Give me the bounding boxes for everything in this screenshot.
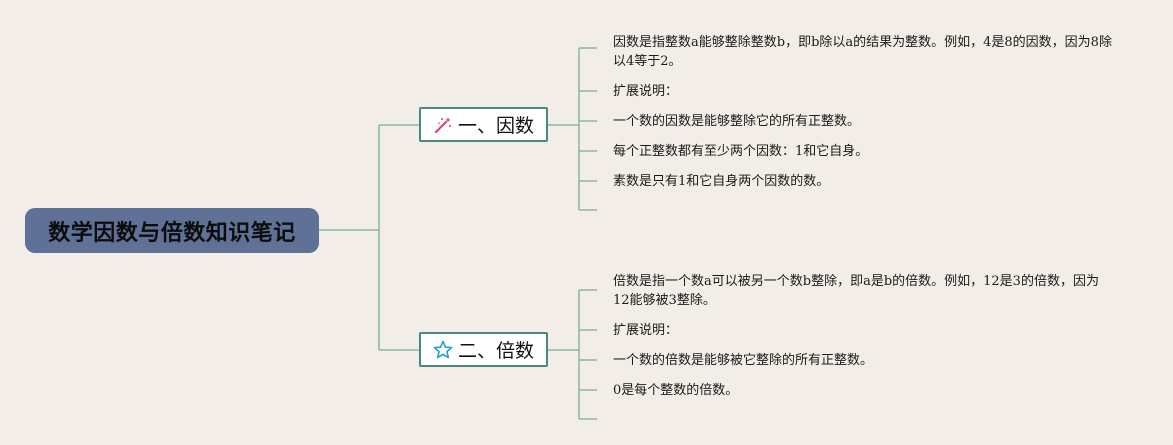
root-title: 数学因数与倍数知识笔记	[48, 220, 296, 246]
multiple-note-1: 一个数的倍数是能够被它整除的所有正整数。	[613, 353, 874, 368]
factor-definition: 因数是指整数a能够整除整数b，即b除以a的结果为整数。例如，4是8的因数，因为8…	[613, 35, 1112, 69]
branch-1-connector	[548, 48, 580, 210]
branch-1-leaf-lines	[579, 47, 597, 211]
branch-multiples-label: 二、倍数	[457, 340, 534, 362]
branch-2-connector	[548, 290, 580, 419]
branch-factors-label: 一、因数	[457, 115, 534, 137]
factor-note-2: 每个正整数都有至少两个因数：1和它自身。	[613, 144, 869, 159]
factor-extension-heading: 扩展说明：	[613, 84, 679, 99]
factor-note-1: 一个数的因数是能够整除它的所有正整数。	[613, 114, 861, 129]
factor-note-3: 素数是只有1和它自身两个因数的数。	[613, 174, 830, 189]
branch-2-leaf-lines	[579, 289, 597, 420]
branch-factors[interactable]: 一、因数	[419, 107, 548, 142]
multiple-note-2: 0是每个整数的倍数。	[613, 383, 739, 398]
magic-wand-icon	[433, 115, 453, 135]
multiple-definition: 倍数是指一个数a可以被另一个数b整除，即a是b的倍数。例如，12是3的倍数，因为…	[613, 274, 1099, 308]
multiple-extension-heading: 扩展说明：	[613, 323, 679, 338]
root-connector	[319, 124, 419, 351]
root-topic[interactable]: 数学因数与倍数知识笔记	[25, 208, 319, 253]
branch-multiples[interactable]: 二、倍数	[419, 332, 548, 367]
star-icon	[433, 340, 453, 360]
